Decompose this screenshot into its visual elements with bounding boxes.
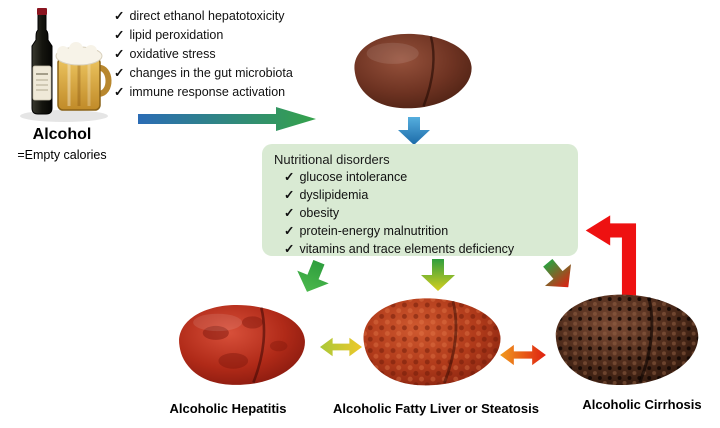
cirrhosis-label: Alcoholic Cirrhosis (582, 397, 702, 412)
nutritional-item-label: glucose intolerance (299, 170, 408, 184)
check-icon: ✓ (284, 206, 295, 220)
mechanism-item: ✓ direct ethanol hepatotoxicity (114, 7, 293, 26)
check-icon: ✓ (114, 47, 125, 61)
mechanism-item-label: changes in the gut microbiota (129, 66, 293, 80)
mechanism-item-label: direct ethanol hepatotoxicity (129, 9, 285, 23)
mechanism-item-label: oxidative stress (129, 47, 216, 61)
cirrhosis-to-box-arrow (584, 206, 642, 300)
mechanism-item: ✓ immune response activation (114, 83, 293, 102)
nutritional-item: ✓ obesity (284, 204, 566, 222)
nutritional-item-label: vitamins and trace elements deficiency (299, 242, 515, 256)
check-icon: ✓ (284, 188, 295, 202)
check-icon: ✓ (114, 85, 125, 99)
box-to-hepatitis-arrow (291, 256, 335, 298)
check-icon: ✓ (284, 242, 295, 256)
healthy-liver-image (348, 22, 478, 122)
check-icon: ✓ (114, 9, 125, 23)
nutritional-box: Nutritional disorders ✓ glucose intolera… (262, 144, 578, 256)
nutritional-item: ✓ protein-energy malnutrition (284, 222, 566, 240)
nutritional-item: ✓ vitamins and trace elements deficiency (284, 240, 566, 258)
nutritional-item-label: protein-energy malnutrition (299, 224, 449, 238)
liver-to-box-arrow (398, 117, 430, 145)
steatosis-label: Alcoholic Fatty Liver or Steatosis (333, 401, 539, 416)
mechanism-item-label: lipid peroxidation (129, 28, 224, 42)
alcohol-image (12, 6, 112, 124)
hepatitis-label: Alcoholic Hepatitis (169, 401, 287, 416)
alcohol-to-liver-arrow (138, 106, 316, 132)
mechanism-item: ✓ oxidative stress (114, 45, 293, 64)
beer-mug-icon (55, 42, 112, 111)
wine-bottle-icon (31, 8, 53, 115)
nutritional-item: ✓ dyslipidemia (284, 186, 566, 204)
mechanism-item-label: immune response activation (129, 85, 286, 99)
mechanisms-list: ✓ direct ethanol hepatotoxicity ✓ lipid … (114, 7, 293, 102)
steatosis-liver-image (356, 290, 508, 396)
check-icon: ✓ (114, 66, 125, 80)
check-icon: ✓ (284, 170, 295, 184)
steatosis-cirrhosis-arrow (500, 344, 546, 366)
nutritional-item-label: dyslipidemia (299, 188, 369, 202)
check-icon: ✓ (114, 28, 125, 42)
cirrhosis-liver-image (548, 284, 706, 398)
box-to-cirrhosis-arrow (535, 252, 582, 298)
hepatitis-steatosis-arrow (320, 336, 362, 358)
nutritional-title: Nutritional disorders (274, 152, 390, 167)
empty-calories-label: =Empty calories (17, 148, 107, 162)
check-icon: ✓ (284, 224, 295, 238)
alcohol-label: Alcohol (32, 126, 92, 143)
nutritional-list: ✓ glucose intolerance ✓ dyslipidemia ✓ o… (274, 168, 566, 258)
mechanism-item: ✓ changes in the gut microbiota (114, 64, 293, 83)
mechanism-item: ✓ lipid peroxidation (114, 26, 293, 45)
nutritional-item-label: obesity (299, 206, 340, 220)
box-to-steatosis-arrow (421, 259, 455, 291)
hepatitis-liver-image (160, 298, 324, 394)
nutritional-item: ✓ glucose intolerance (284, 168, 566, 186)
